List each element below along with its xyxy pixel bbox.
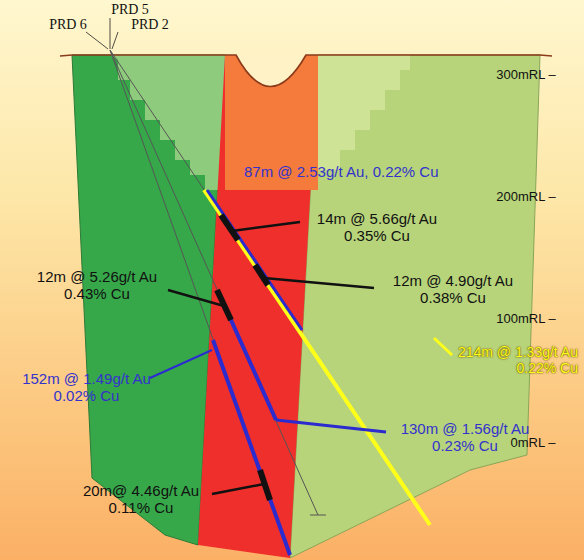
high-grade-intercept <box>221 215 238 240</box>
collar-pointer <box>112 32 118 49</box>
leader-line <box>276 420 386 432</box>
intercept-label: 214m @ 1.33g/t Au 0.22% Cu <box>446 344 578 376</box>
high-grade-intercept <box>255 265 268 285</box>
drill-hole <box>110 50 290 555</box>
leader-line <box>434 338 452 355</box>
leader-line <box>212 484 264 494</box>
light-green-zone <box>290 55 540 558</box>
hole-name: PRD 6 <box>38 17 98 33</box>
blue-intercept <box>213 340 290 555</box>
intercept-label: 87m @ 2.53g/t Au, 0.22% Cu <box>244 163 484 180</box>
hole-name: PRD 5 <box>100 2 160 18</box>
leader-line <box>168 290 224 306</box>
collar-pointer <box>86 32 108 49</box>
surface-line <box>60 55 552 87</box>
intercept-label: 20m@ 4.46g/t Au 0.11% Cu <box>66 482 216 517</box>
hole-name: PRD 2 <box>120 17 180 33</box>
elevation-label: 200mRL – <box>476 190 576 205</box>
pit-wall-right <box>318 55 410 170</box>
collar-pointer <box>110 18 111 49</box>
drill-hole <box>110 50 430 525</box>
elevation-label: 300mRL – <box>476 68 576 83</box>
hole-end <box>310 515 326 516</box>
intercept-label: 12m @ 4.90g/t Au 0.38% Cu <box>378 272 528 307</box>
intercept-label: 130m @ 1.56g/t Au 0.23% Cu <box>390 420 540 455</box>
elevation-label: 100mRL – <box>476 312 576 327</box>
intercept-label: 14m @ 5.66g/t Au 0.35% Cu <box>302 210 452 245</box>
leader-line <box>150 350 212 378</box>
leader-line <box>264 278 374 288</box>
red-ore-zone <box>198 55 318 558</box>
intercept-label: 152m @ 1.49g/t Au 0.02% Cu <box>14 370 159 405</box>
leader-line <box>232 222 300 231</box>
blue-intercept <box>207 190 302 330</box>
elevation-label: 0mRL – <box>490 436 576 451</box>
intercept-label: 12m @ 5.26g/t Au 0.43% Cu <box>22 268 172 303</box>
